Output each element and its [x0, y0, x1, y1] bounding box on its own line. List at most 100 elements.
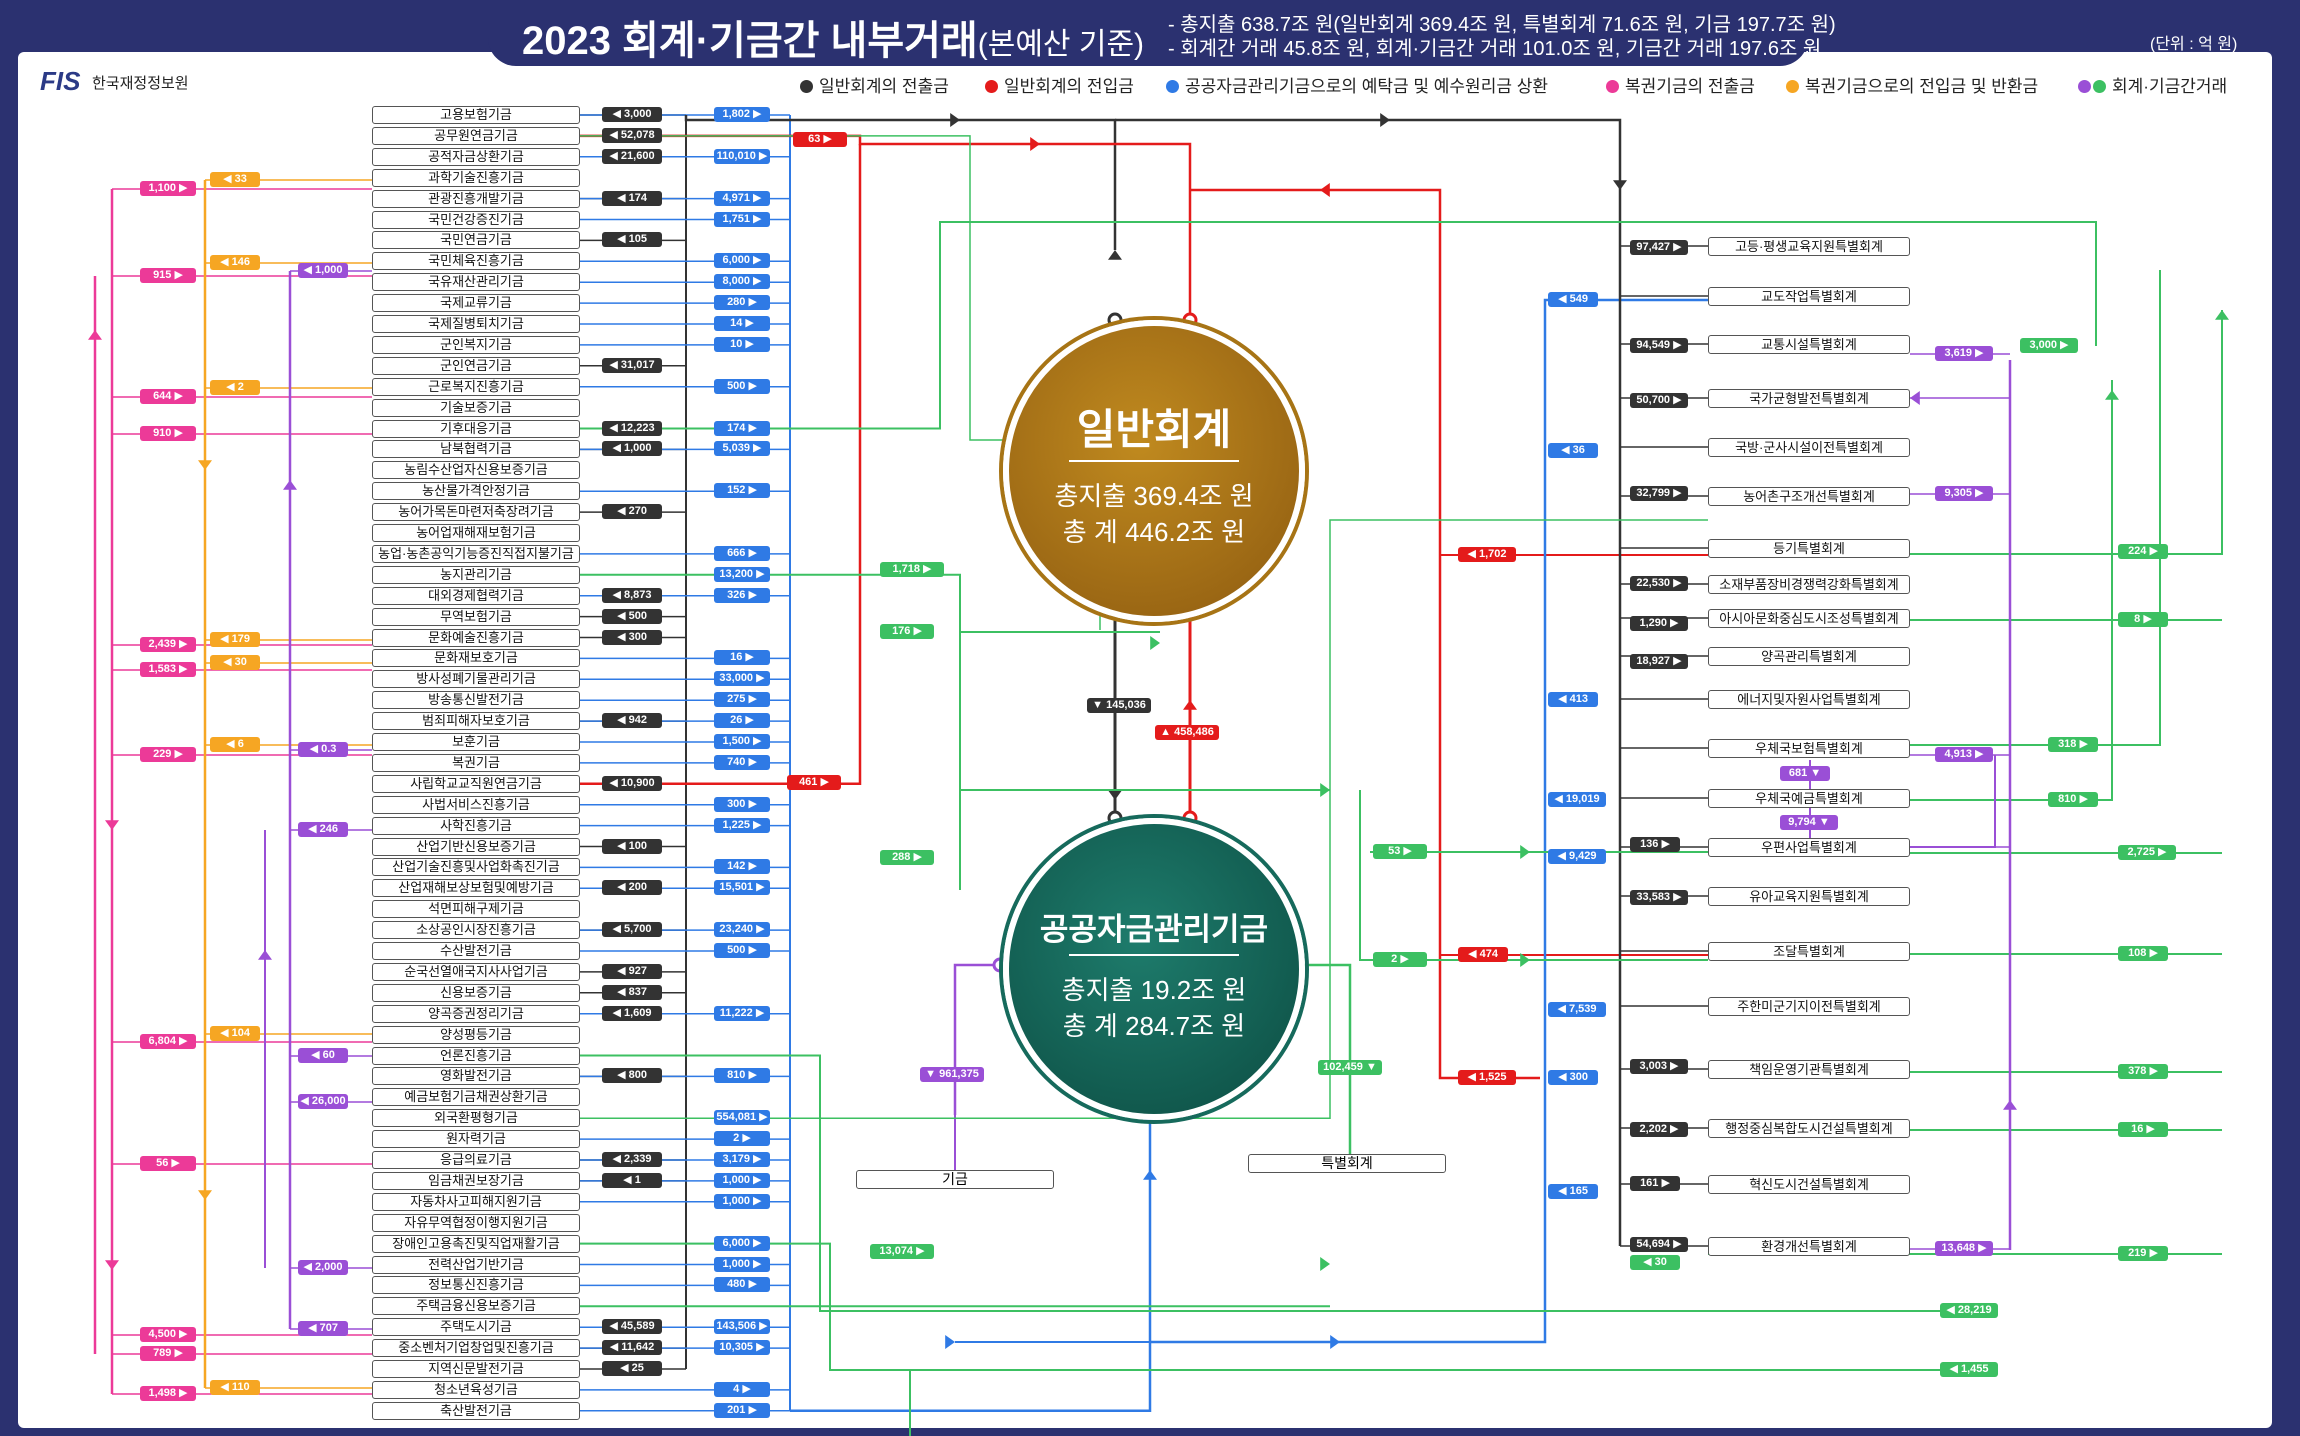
value-badge: 3,619 ▶ [1935, 346, 1993, 361]
value-badge: 910 ▶ [140, 426, 196, 441]
value-badge: 9,794 ▼ [1780, 815, 1838, 830]
fund-box: 국유재산관리기금 [372, 273, 580, 292]
value-badge: 219 ▶ [2118, 1246, 2168, 1261]
legend-item: 공공자금관리기금으로의 예탁금 및 예수원리금 상환 [1166, 72, 1548, 97]
pfund-divider [1069, 954, 1239, 956]
general-title: 일반회계 [1076, 406, 1232, 453]
value-badge: 1,751 ▶ [714, 211, 770, 227]
value-badge: ◀ 28,219 [1940, 1303, 1998, 1318]
flow-arrow [1520, 845, 1530, 859]
value-badge: ◀ 179 [210, 632, 260, 647]
value-badge: ◀ 146 [210, 255, 260, 270]
fund-box: 정보통신진흥기금 [372, 1276, 580, 1295]
value-badge: ◀ 413 [1548, 692, 1598, 707]
fund-box: 국민연금기금 [372, 231, 580, 250]
value-badge: ◀ 5,700 [602, 922, 662, 938]
flow-line [580, 134, 1192, 322]
logo-text: 한국재정정보원 [92, 75, 189, 92]
value-badge: ◀ 1,525 [1458, 1070, 1516, 1085]
fund-box: 주택도시기금 [372, 1318, 580, 1337]
value-badge: ◀ 12,223 [602, 420, 662, 436]
flow-line [580, 135, 1101, 630]
flow-arrow [945, 1335, 955, 1349]
value-badge: ▲ 458,486 [1155, 725, 1219, 740]
fund-box: 예금보험기금채권상환기금 [372, 1088, 580, 1107]
special-account-box: 교도작업특별회계 [1708, 287, 1910, 306]
value-badge: 275 ▶ [714, 692, 770, 708]
special-account-box: 에너지및자원사업특별회계 [1708, 690, 1910, 709]
value-badge: 1,583 ▶ [140, 662, 196, 677]
pfund-total-exp: 총지출 19.2조 원 [1061, 975, 1247, 1005]
legend-dot [1786, 80, 1799, 93]
special-account-box: 우체국예금특별회계 [1708, 789, 1910, 808]
value-badge: 666 ▶ [714, 545, 770, 561]
fund-box: 대외경제협력기금 [372, 586, 580, 605]
fund-box: 공무원연금기금 [372, 126, 580, 145]
value-badge: 810 ▶ [2048, 792, 2098, 807]
value-badge: ◀ 52,078 [602, 127, 662, 143]
pfund-total: 총 계 284.7조 원 [1062, 1011, 1246, 1041]
value-badge: 13,648 ▶ [1935, 1241, 1993, 1256]
fund-box: 사립학교교직원연금기금 [372, 774, 580, 793]
flow-line [1115, 118, 1622, 190]
value-badge: 644 ▶ [140, 389, 196, 404]
value-badge: ◀ 246 [298, 822, 348, 837]
flow-arrow [105, 820, 119, 830]
public-fund-circle: 공공자금관리기금 총지출 19.2조 원 총 계 284.7조 원 [1003, 818, 1305, 1120]
flow-line [1293, 963, 1352, 1154]
flow-arrow [2215, 310, 2229, 320]
fund-box: 방송통신발전기금 [372, 691, 580, 710]
value-badge: ◀ 10,900 [602, 775, 662, 791]
value-badge: ◀ 36 [1548, 443, 1598, 458]
value-badge: 94,549 ▶ [1630, 338, 1688, 353]
flow-arrow [2105, 390, 2119, 400]
value-badge: 15,501 ▶ [714, 880, 770, 896]
value-badge: ◀ 6 [210, 737, 260, 752]
value-badge: ◀ 1,000 [602, 441, 662, 457]
fund-box: 군인복지기금 [372, 335, 580, 354]
fund-box: 양곡증권정리기금 [372, 1004, 580, 1023]
value-badge: ◀ 105 [602, 232, 662, 248]
value-badge: 50,700 ▶ [1630, 393, 1688, 408]
value-badge: 2,725 ▶ [2118, 845, 2176, 860]
fund-box: 공적자금상환기금 [372, 147, 580, 166]
value-badge: ◀ 110 [210, 1380, 260, 1395]
value-badge: 1,000 ▶ [714, 1172, 770, 1188]
value-badge: 1,225 ▶ [714, 817, 770, 833]
legend-dot [2078, 80, 2091, 93]
value-badge: 3,000 ▶ [2020, 338, 2078, 353]
value-badge: ◀ 104 [210, 1026, 260, 1041]
fund-box: 장애인고용촉진및직업재활기금 [372, 1234, 580, 1253]
value-badge: ◀ 60 [298, 1048, 348, 1063]
value-badge: ◀ 21,600 [602, 148, 662, 164]
fund-box: 산업재해보상보험및예방기금 [372, 879, 580, 898]
value-badge: 33,583 ▶ [1630, 890, 1688, 905]
fund-box: 자동차사고피해지원기금 [372, 1192, 580, 1211]
value-badge: ◀ 1,000 [298, 263, 348, 278]
fund-box: 농산물가격안정기금 [372, 482, 580, 501]
flow-arrow [1330, 1335, 1340, 1349]
value-badge: 1,000 ▶ [714, 1193, 770, 1209]
fund-box: 농어가목돈마련저축장려기금 [372, 503, 580, 522]
fund-box: 방사성폐기물관리기금 [372, 670, 580, 689]
fund-box: 수산발전기금 [372, 942, 580, 960]
general-divider [1069, 460, 1239, 462]
value-badge: ◀ 549 [1548, 292, 1598, 307]
fund-box: 사법서비스진흥기금 [372, 795, 580, 814]
value-badge: ◀ 31,017 [602, 357, 662, 373]
title-subtitle: (본예산 기준) [977, 28, 1145, 61]
summary-line-2: - 회계간 거래 45.8조 원, 회계·기금간 거래 101.0조 원, 기금… [1168, 38, 1822, 60]
flow-line [1359, 790, 1708, 961]
value-badge: 102,459 ▼ [1318, 1060, 1382, 1075]
value-badge: ◀ 174 [602, 190, 662, 206]
fund-box: 소상공인시장진흥기금 [372, 921, 580, 940]
fund-box: 외국환평형기금 [372, 1109, 580, 1128]
legend-dot [2093, 80, 2106, 93]
fund-box: 농어업재해재보험기금 [372, 524, 580, 542]
fund-box: 축산발전기금 [372, 1401, 580, 1420]
value-badge: ◀ 500 [602, 608, 662, 624]
value-badge: ◀ 300 [1548, 1070, 1598, 1085]
fund-box: 산업기술진흥및사업화촉진기금 [372, 858, 580, 877]
value-badge: 1,718 ▶ [880, 562, 944, 577]
flow-arrow [1520, 953, 1530, 967]
